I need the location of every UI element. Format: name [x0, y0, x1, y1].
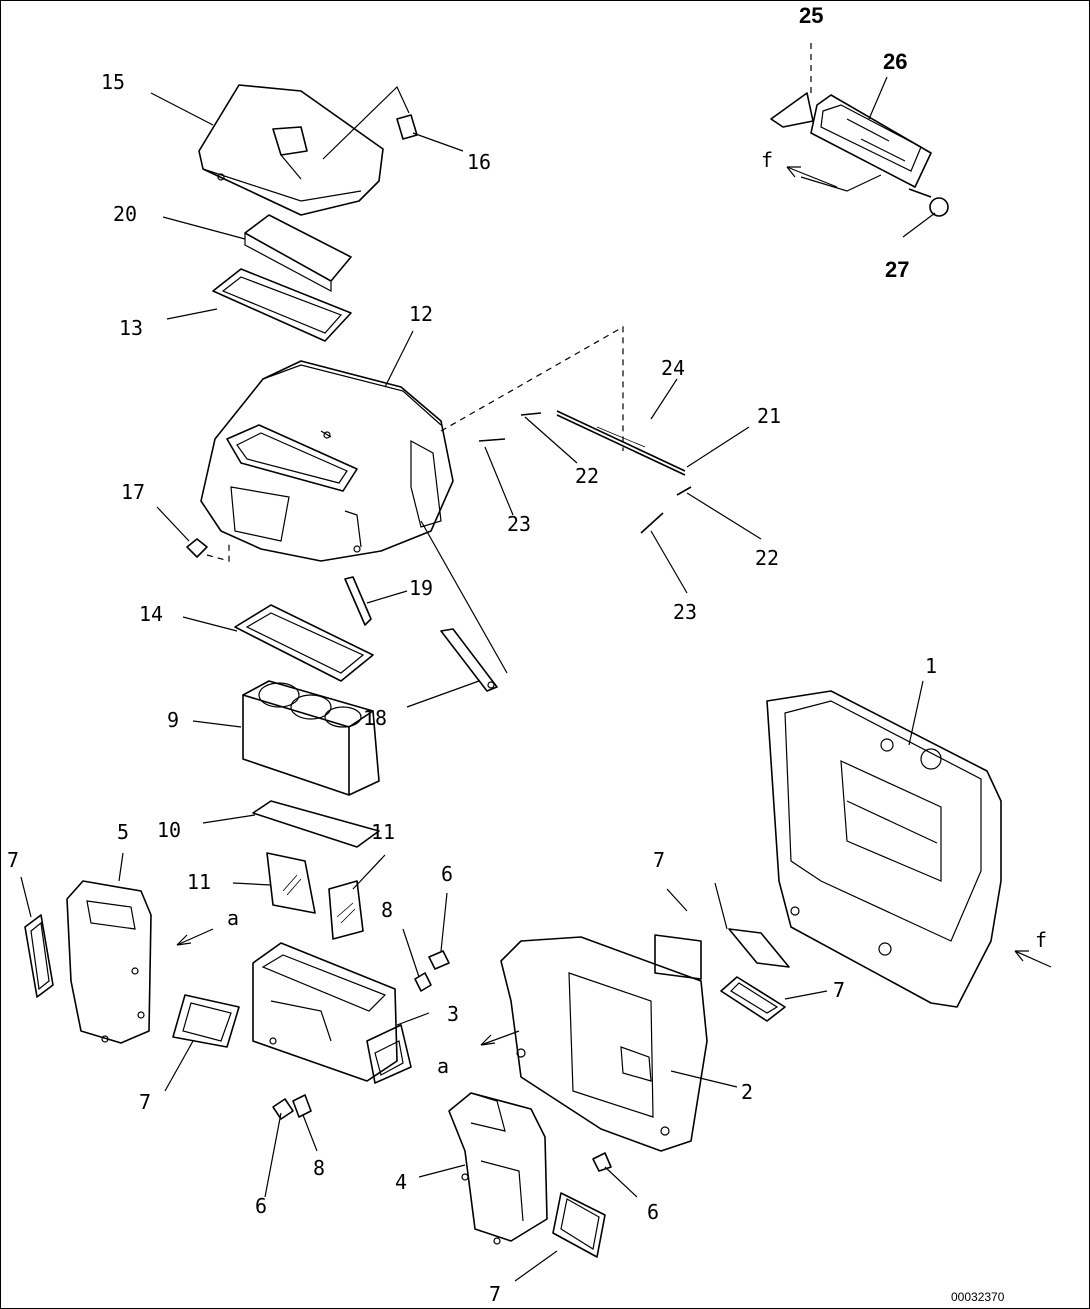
part-12-housing: [200, 360, 454, 562]
callout-20: 20: [113, 202, 137, 226]
callout-1: 1: [925, 654, 937, 678]
part-15-top-cover: [198, 84, 384, 216]
callout-8-bottom: 8: [313, 1156, 325, 1180]
callout-4: 4: [395, 1170, 407, 1194]
part-26-control-unit: [810, 94, 932, 188]
part-14-gasket: [234, 604, 374, 682]
part-4-lower-duct: [448, 1092, 548, 1245]
callout-10: 10: [157, 818, 181, 842]
callout-7-bottom: 7: [489, 1282, 501, 1306]
part-7-gasket-bottom: [552, 1192, 606, 1258]
callout-23-upper: 23: [507, 512, 531, 536]
part-5-left-duct: [66, 880, 152, 1044]
callout-7-top-right: 7: [653, 848, 665, 872]
part-25-bracket: [770, 43, 814, 128]
callout-12: 12: [409, 302, 433, 326]
leader-lines: [20, 76, 936, 1282]
part-7-gasket-right: [720, 976, 786, 1022]
view-marker-f-right: f: [1035, 928, 1047, 952]
part-1-panel: [766, 690, 1002, 1008]
view-arrow-a-left: [176, 928, 214, 946]
callout-3: 3: [447, 1002, 459, 1026]
part-11-damper-left: [266, 852, 316, 914]
callout-27: 27: [885, 257, 909, 282]
view-arrow-a-center: [480, 1030, 520, 1046]
part-18-bracket: [420, 520, 508, 692]
callout-13: 13: [119, 316, 143, 340]
callout-6-bottom-right: 6: [647, 1200, 659, 1224]
callout-24: 24: [661, 356, 685, 380]
part-10-plate: [252, 800, 380, 848]
part-27-bolt: [800, 174, 949, 217]
callout-11-right: 11: [371, 820, 395, 844]
part-7-gasket-left: [172, 994, 240, 1048]
part-16-bracket: [322, 85, 418, 160]
callout-21: 21: [757, 404, 781, 428]
callout-25: 25: [799, 3, 823, 28]
part-19-bracket: [344, 576, 372, 626]
callout-8-top: 8: [381, 898, 393, 922]
part-11-damper-right: [328, 880, 364, 940]
part-6-screw-top: [428, 950, 450, 970]
parts-21-24-rods: [440, 325, 692, 534]
part-8-clip-bottom: [292, 1094, 312, 1118]
view-marker-a-left: a: [227, 906, 239, 930]
callout-19: 19: [409, 576, 433, 600]
part-7-gasket-far-left: [24, 914, 54, 998]
drawing-number: 00032370: [951, 1290, 1005, 1304]
callout-22-lower: 22: [755, 546, 779, 570]
part-2-right-duct: [500, 936, 708, 1152]
part-8-clip-top: [414, 972, 432, 992]
part-7-gasket-top-right: [654, 928, 790, 980]
part-20-pad: [244, 214, 352, 293]
callout-9: 9: [167, 708, 179, 732]
view-arrow-f-top: [786, 166, 838, 188]
part-3-duct: [252, 942, 412, 1084]
callout-16: 16: [467, 150, 491, 174]
part-17-screw: [186, 538, 230, 562]
callout-22-upper: 22: [575, 464, 599, 488]
view-marker-a-center: a: [437, 1054, 449, 1078]
view-arrow-f-right: [1014, 950, 1052, 968]
callout-14: 14: [139, 602, 163, 626]
callout-2: 2: [741, 1080, 753, 1104]
part-6-screw-bottom-left: [272, 1098, 294, 1120]
callout-7-right: 7: [833, 978, 845, 1002]
part-9-filter-block: [242, 680, 380, 796]
part-6-screw-bottom-right: [592, 1152, 612, 1172]
callout-26: 26: [883, 49, 907, 74]
part-13-gasket: [212, 268, 352, 342]
view-marker-f-top: f: [761, 148, 773, 172]
callout-23-lower: 23: [673, 600, 697, 624]
callout-6-top: 6: [441, 862, 453, 886]
callout-6-bottom-left: 6: [255, 1194, 267, 1218]
callout-18: 18: [363, 706, 387, 730]
callout-labels: 15 16 20 13 12 17 14 19 18 9 10 5 11 11 …: [7, 3, 1047, 1306]
callout-7-far-left: 7: [7, 848, 19, 872]
callout-17: 17: [121, 480, 145, 504]
callout-5: 5: [117, 820, 129, 844]
callout-11-left: 11: [187, 870, 211, 894]
callout-15: 15: [101, 70, 125, 94]
callout-7-left: 7: [139, 1090, 151, 1114]
